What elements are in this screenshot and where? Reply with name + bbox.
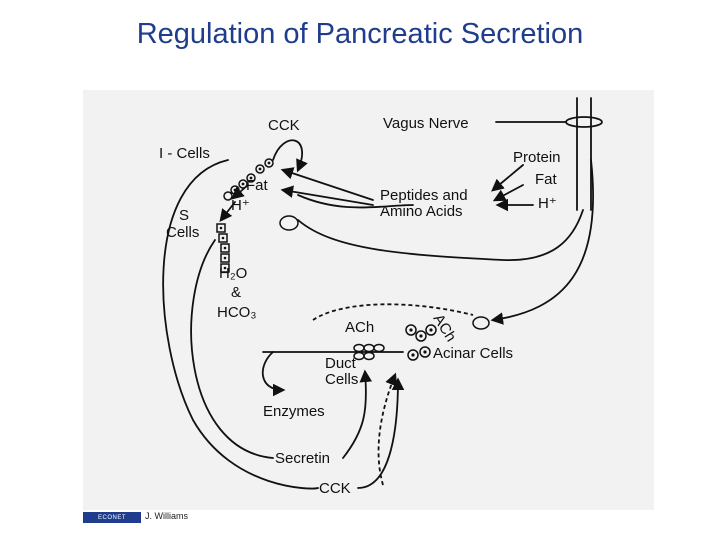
fat-arrow [231,184,249,200]
label-s-cells: Cells [166,224,199,241]
h-plus-arrow [219,201,236,222]
pancreatic-regulation-diagram: CCK Vagus Nerve I - Cells Protein Fat H⁺… [159,97,603,497]
label-vagus-nerve: Vagus Nerve [383,115,469,132]
label-acinar-cells: Acinar Cells [433,345,513,362]
gut-arrow-to-vagus [297,194,414,209]
cck-hormone-loop [162,159,319,490]
peptides-arrow-2 [280,185,374,206]
duodenum-ring [279,215,299,231]
fat-right-arrow [492,184,524,202]
gut-wall-path [297,209,584,261]
vagus-to-acinar-path [490,159,595,325]
label-s: S [179,207,189,224]
diagram-frame: CCK Vagus Nerve I - Cells Protein Fat H⁺… [83,90,654,510]
label-h2o: H₂O [219,265,247,282]
label-i-cells: I - Cells [159,145,210,162]
label-hco3: HCO₃ [217,304,256,321]
protein-arrow [491,164,524,192]
label-enzymes: Enzymes [263,403,325,420]
secretin-hormone-return [342,369,373,459]
cck-feedback-loop [272,139,308,173]
label-h-plus-center: H⁺ [231,197,250,214]
label-duct: Duct [325,355,357,372]
label-fat-right: Fat [535,171,558,188]
footer-logo-text: ECONET [97,514,126,521]
peptides-arrow-1 [280,167,374,201]
footer-author: J. Williams [145,511,188,521]
label-ampersand: & [231,284,241,301]
acinar-cells-cluster [405,316,490,361]
label-duct-cells: Cells [325,371,358,388]
slide-title: Regulation of Pancreatic Secretion [136,18,584,50]
vagus-nerve-fiber [495,97,603,211]
label-h-plus-right: H⁺ [538,195,557,212]
label-protein: Protein [513,149,561,166]
secretion-outflow [261,351,286,397]
cck-hormone-return [357,377,405,489]
label-peptides-1: Peptides and [380,187,468,204]
label-peptides-2: Amino Acids [380,203,463,220]
label-ach-left: ACh [345,319,374,336]
ach-nerve-dashed-down [377,372,398,486]
label-secretin: Secretin [275,450,330,467]
secretin-hormone-loop [190,239,274,459]
footer-logo: ECONET [83,512,141,523]
label-cck-bottom: CCK [319,480,351,497]
label-cck-top: CCK [268,117,300,134]
ach-nerve-dashed [312,303,474,321]
label-fat-center: Fat [246,177,269,194]
s-cells-cluster [216,223,230,273]
